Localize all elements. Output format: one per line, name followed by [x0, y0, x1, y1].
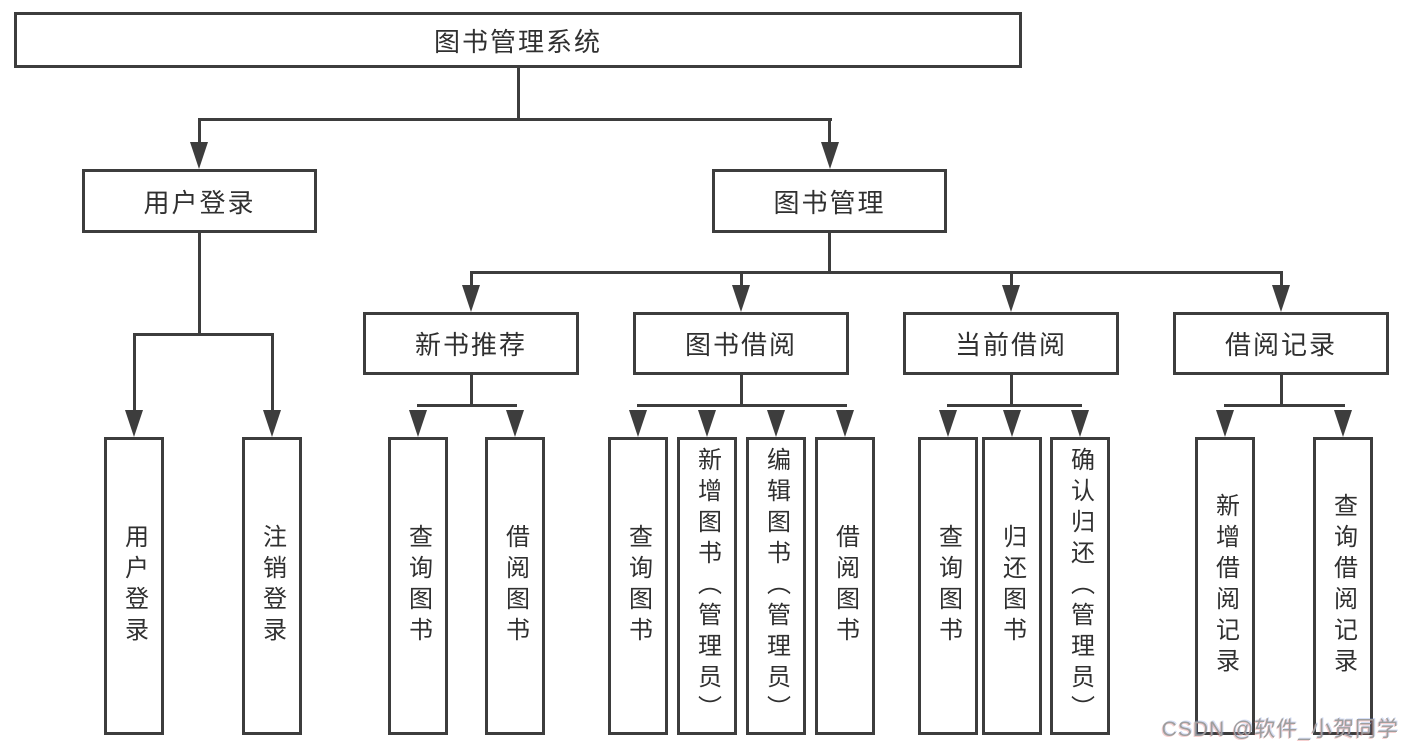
connector-recommend-stem	[470, 375, 473, 407]
leaf-borrow-book-2-label: 借阅图书	[831, 524, 859, 648]
connector-record-stem	[1280, 375, 1283, 407]
arrow-down-icon	[190, 142, 208, 169]
leaf-query-book-3: 查询图书	[918, 437, 978, 735]
arrow-down-icon	[506, 410, 524, 437]
arrow-down-icon	[1071, 410, 1089, 437]
leaf-user-login: 用户登录	[104, 437, 164, 735]
connector-bookmgmt-branch-3	[1010, 271, 1013, 287]
arrow-down-icon	[1272, 285, 1290, 312]
arrow-down-icon	[732, 285, 750, 312]
leaf-add-book-admin-label: 新增图书（管理员）	[693, 446, 721, 726]
leaf-borrow-book-1: 借阅图书	[485, 437, 545, 735]
arrow-down-icon	[1334, 410, 1352, 437]
node-new-book-recommend-label: 新书推荐	[414, 330, 527, 360]
connector-bookmgmt-horizontal	[470, 271, 1283, 274]
leaf-add-borrow-record-label: 新增借阅记录	[1211, 493, 1239, 679]
connector-userlogin-horizontal	[133, 333, 274, 336]
connector-bookmgmt-stem	[828, 233, 831, 274]
connector-record-horizontal	[1224, 404, 1345, 407]
connector-root-stem	[517, 68, 520, 120]
node-book-borrow: 图书借阅	[633, 312, 849, 375]
node-borrow-record: 借阅记录	[1173, 312, 1389, 375]
leaf-query-borrow-record-label: 查询借阅记录	[1329, 493, 1357, 679]
connector-userlogin-stem	[198, 233, 201, 336]
arrow-down-icon	[125, 410, 143, 437]
leaf-user-login-label: 用户登录	[120, 524, 148, 648]
leaf-query-book-2-label: 查询图书	[624, 524, 652, 648]
connector-root-branch-left	[198, 118, 201, 144]
leaf-query-borrow-record: 查询借阅记录	[1313, 437, 1373, 735]
node-user-login: 用户登录	[82, 169, 317, 233]
leaf-query-book-3-label: 查询图书	[934, 524, 962, 648]
leaf-logout-label: 注销登录	[258, 524, 286, 648]
leaf-return-book-label: 归还图书	[998, 524, 1026, 648]
connector-current-horizontal	[947, 404, 1082, 407]
leaf-add-borrow-record: 新增借阅记录	[1195, 437, 1255, 735]
node-root-label: 图书管理系统	[433, 26, 602, 57]
leaf-confirm-return-admin: 确认归还（管理员）	[1050, 437, 1110, 735]
csdn-watermark: CSDN @软件_小贺同学	[1161, 718, 1399, 741]
connector-root-horizontal	[198, 118, 832, 121]
leaf-edit-book-admin-label: 编辑图书（管理员）	[762, 446, 790, 726]
connector-borrow-stem	[740, 375, 743, 407]
connector-bookmgmt-branch-4	[1280, 271, 1283, 287]
node-borrow-record-label: 借阅记录	[1224, 330, 1337, 360]
arrow-down-icon	[629, 410, 647, 437]
leaf-add-book-admin: 新增图书（管理员）	[677, 437, 737, 735]
leaf-edit-book-admin: 编辑图书（管理员）	[746, 437, 806, 735]
arrow-down-icon	[1002, 285, 1020, 312]
connector-root-branch-right	[828, 118, 831, 144]
arrow-down-icon	[409, 410, 427, 437]
connector-userlogin-branch-2	[271, 333, 274, 412]
connector-userlogin-branch-1	[133, 333, 136, 412]
leaf-borrow-book-2: 借阅图书	[815, 437, 875, 735]
arrow-down-icon	[263, 410, 281, 437]
arrow-down-icon	[1216, 410, 1234, 437]
arrow-down-icon	[462, 285, 480, 312]
connector-current-stem	[1010, 375, 1013, 407]
node-book-management-label: 图书管理	[773, 187, 886, 218]
leaf-logout: 注销登录	[242, 437, 302, 735]
node-current-borrow: 当前借阅	[903, 312, 1119, 375]
arrow-down-icon	[767, 410, 785, 437]
node-user-login-label: 用户登录	[143, 187, 256, 218]
arrow-down-icon	[821, 142, 839, 169]
node-new-book-recommend: 新书推荐	[363, 312, 579, 375]
arrow-down-icon	[1003, 410, 1021, 437]
connector-borrow-horizontal	[637, 404, 847, 407]
leaf-query-book-1-label: 查询图书	[404, 524, 432, 648]
node-book-borrow-label: 图书借阅	[684, 330, 797, 360]
node-root: 图书管理系统	[14, 12, 1022, 68]
arrow-down-icon	[836, 410, 854, 437]
leaf-query-book-2: 查询图书	[608, 437, 668, 735]
connector-bookmgmt-branch-2	[740, 271, 743, 287]
leaf-confirm-return-admin-label: 确认归还（管理员）	[1066, 446, 1094, 726]
leaf-return-book: 归还图书	[982, 437, 1042, 735]
node-book-management: 图书管理	[712, 169, 947, 233]
arrow-down-icon	[698, 410, 716, 437]
leaf-query-book-1: 查询图书	[388, 437, 448, 735]
leaf-borrow-book-1-label: 借阅图书	[501, 524, 529, 648]
arrow-down-icon	[939, 410, 957, 437]
connector-recommend-horizontal	[417, 404, 517, 407]
connector-bookmgmt-branch-1	[470, 271, 473, 287]
node-current-borrow-label: 当前借阅	[954, 330, 1067, 360]
